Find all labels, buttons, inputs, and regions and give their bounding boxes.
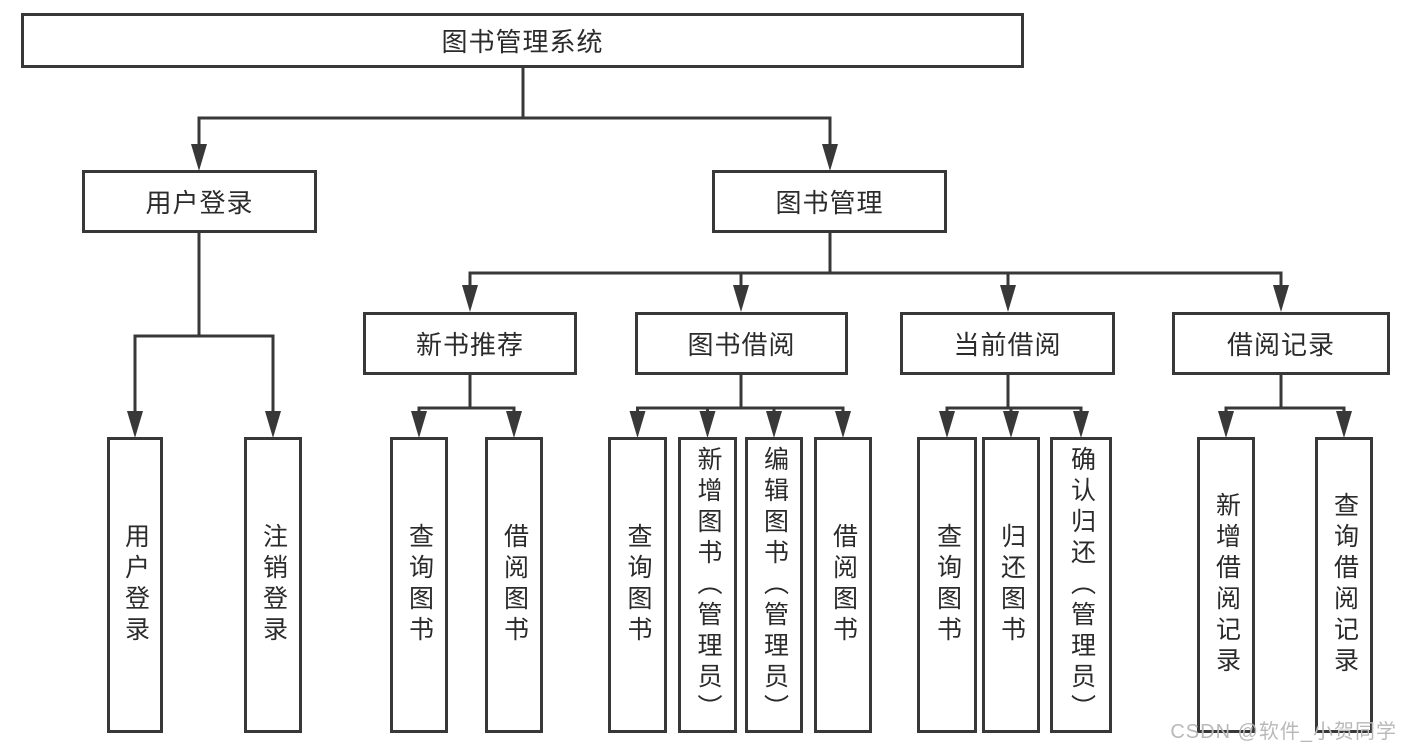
node-book-borrowing: 图书借阅 <box>635 312 848 375</box>
leaf-query-books-1: 查询图书 <box>390 437 448 733</box>
leaf-edit-book-admin: 编辑图书（管理员） <box>745 437 803 733</box>
node-borrowing-records-label: 借阅记录 <box>1226 330 1335 360</box>
node-current-borrowing-label: 当前借阅 <box>953 330 1062 360</box>
leaf-logout-label: 注销登录 <box>259 523 288 647</box>
leaf-confirm-return-admin-label: 确认归还（管理员） <box>1067 445 1096 725</box>
leaf-query-borrow-record: 查询借阅记录 <box>1315 437 1373 733</box>
leaf-query-books-1-label: 查询图书 <box>405 523 434 647</box>
leaf-return-books: 归还图书 <box>982 437 1040 733</box>
leaf-query-books-2: 查询图书 <box>608 437 667 733</box>
node-library-system-label: 图书管理系统 <box>441 27 604 57</box>
node-book-management-label: 图书管理 <box>775 188 884 218</box>
connector-new-book-recommend <box>417 375 516 418</box>
leaf-add-borrow-record-label: 新增借阅记录 <box>1212 492 1241 678</box>
leaf-borrow-books-1: 借阅图书 <box>485 437 543 733</box>
connector-book-management <box>468 233 1283 290</box>
leaf-borrow-books-2: 借阅图书 <box>814 437 872 733</box>
node-book-management: 图书管理 <box>712 170 947 233</box>
leaf-return-books-label: 归还图书 <box>997 523 1026 647</box>
node-current-borrowing: 当前借阅 <box>900 312 1115 375</box>
leaf-add-book-admin-label: 新增图书（管理员） <box>694 445 722 725</box>
leaf-borrow-books-2-label: 借阅图书 <box>829 523 858 647</box>
arrowheads <box>127 144 1352 438</box>
connector-book-borrowing <box>636 375 845 418</box>
node-borrowing-records: 借阅记录 <box>1172 312 1390 375</box>
leaf-query-books-2-label: 查询图书 <box>624 523 652 647</box>
leaf-edit-book-admin-label: 编辑图书（管理员） <box>760 445 789 725</box>
connector-borrowing-records <box>1224 375 1346 418</box>
connector-root <box>197 68 832 148</box>
leaf-query-books-3-label: 查询图书 <box>933 523 962 647</box>
connector-user-login <box>133 233 275 414</box>
node-new-book-recommend-label: 新书推荐 <box>415 330 524 360</box>
leaf-borrow-books-1-label: 借阅图书 <box>500 523 529 647</box>
leaf-add-book-admin: 新增图书（管理员） <box>678 437 737 733</box>
leaf-user-login: 用户登录 <box>107 437 163 733</box>
node-user-login: 用户登录 <box>82 170 317 233</box>
leaf-add-borrow-record: 新增借阅记录 <box>1197 437 1255 733</box>
leaf-query-books-3: 查询图书 <box>917 437 977 733</box>
leaf-logout: 注销登录 <box>244 437 302 733</box>
node-library-system: 图书管理系统 <box>21 13 1024 68</box>
leaf-user-login-label: 用户登录 <box>121 523 150 647</box>
leaf-query-borrow-record-label: 查询借阅记录 <box>1330 492 1359 678</box>
node-new-book-recommend: 新书推荐 <box>363 312 577 375</box>
node-book-borrowing-label: 图书借阅 <box>687 330 796 360</box>
leaf-confirm-return-admin: 确认归还（管理员） <box>1050 437 1112 733</box>
csdn-watermark: CSDN @软件_小贺同学 <box>1170 721 1397 743</box>
node-user-login-label: 用户登录 <box>145 188 254 218</box>
